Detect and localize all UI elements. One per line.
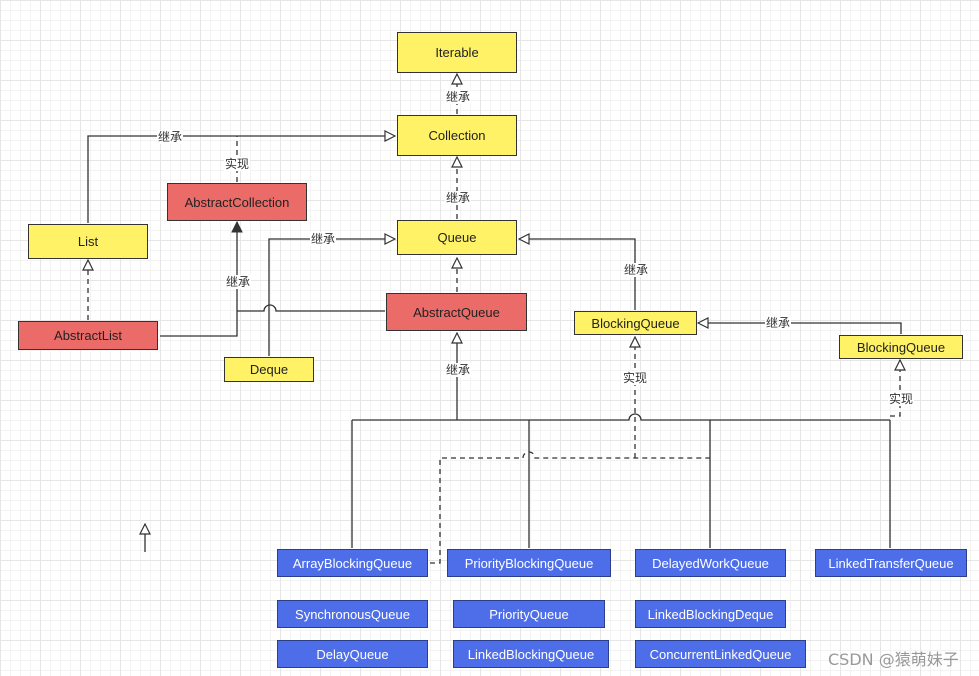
node-array-blocking-queue: ArrayBlockingQueue xyxy=(277,549,428,577)
edge-blockingqueue2-blockingqueue xyxy=(698,323,902,334)
edge-list-collection xyxy=(87,136,395,223)
node-abstract-collection: AbstractCollection xyxy=(167,183,307,221)
node-delayed-work-queue: DelayedWorkQueue xyxy=(635,549,786,577)
node-linked-blocking-deque: LinkedBlockingDeque xyxy=(635,600,786,628)
label-inherit-abstractlist: 继承 xyxy=(225,275,252,289)
node-list: List xyxy=(28,224,148,259)
watermark: CSDN @猿萌妹子 xyxy=(828,650,959,669)
node-abstract-list: AbstractList xyxy=(18,321,158,350)
edge-blockingqueue-queue xyxy=(519,239,636,310)
label-implement-blockingqueue: 实现 xyxy=(622,371,649,385)
label-implement-blockingqueue2: 实现 xyxy=(888,392,915,406)
node-concurrent-linked-queue: ConcurrentLinkedQueue xyxy=(635,640,806,668)
node-linked-transfer-queue: LinkedTransferQueue xyxy=(815,549,967,577)
label-inherit-blockingqueue2: 继承 xyxy=(765,316,792,330)
edge-abstractqueue-abstractcollection xyxy=(237,304,385,312)
label-inherit-blockingqueue: 继承 xyxy=(623,263,650,277)
node-blocking-queue-right: BlockingQueue xyxy=(839,335,963,359)
edge-implement-blockingqueue2 xyxy=(890,360,900,417)
edge-hub-line xyxy=(352,413,890,421)
label-inherit-queue: 继承 xyxy=(445,191,472,205)
label-inherit-iterable: 继承 xyxy=(445,90,472,104)
node-abstract-queue: AbstractQueue xyxy=(386,293,527,331)
node-deque: Deque xyxy=(224,357,314,382)
label-inherit-abstractqueue: 继承 xyxy=(445,363,472,377)
node-priority-queue: PriorityQueue xyxy=(453,600,605,628)
node-priority-blocking-queue: PriorityBlockingQueue xyxy=(447,549,611,577)
edge-deque-queue xyxy=(268,239,395,356)
label-implement-abstractcollection: 实现 xyxy=(224,157,251,171)
node-linked-blocking-queue: LinkedBlockingQueue xyxy=(453,640,609,668)
edge-abstractlist-abstractcollection xyxy=(160,222,237,337)
edge-implement-blockingqueue xyxy=(430,337,710,564)
label-inherit-list: 继承 xyxy=(157,130,184,144)
node-queue: Queue xyxy=(397,220,517,255)
node-collection: Collection xyxy=(397,115,517,156)
node-delay-queue: DelayQueue xyxy=(277,640,428,668)
node-synchronous-queue: SynchronousQueue xyxy=(277,600,428,628)
node-iterable: Iterable xyxy=(397,32,517,73)
node-blocking-queue: BlockingQueue xyxy=(574,311,697,335)
label-inherit-deque: 继承 xyxy=(310,232,337,246)
